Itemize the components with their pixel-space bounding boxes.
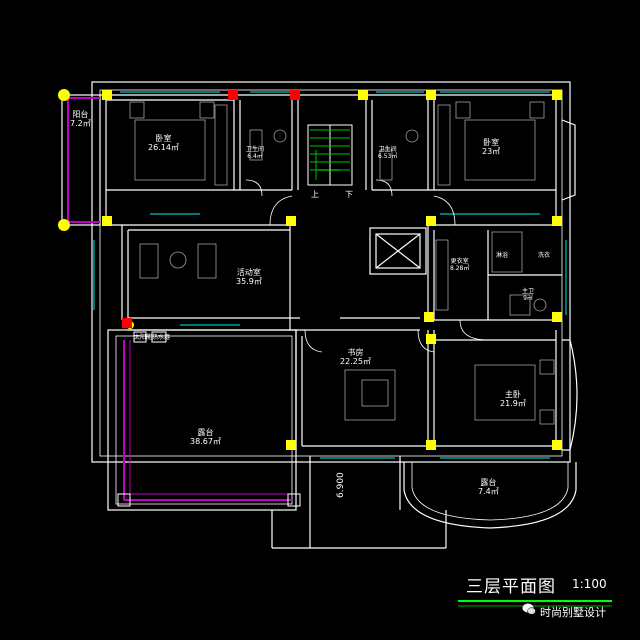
room-area: 6.4㎡	[247, 153, 263, 160]
terrace-posts	[117, 331, 301, 507]
room-area: 22.25㎡	[340, 357, 371, 366]
room-name: 露台	[197, 428, 214, 437]
room-name: 卫生间	[246, 146, 265, 153]
room-name: 书房	[347, 348, 364, 357]
room-area: 8.28㎡	[450, 265, 470, 272]
stair	[307, 124, 353, 186]
railings	[67, 97, 292, 501]
stair-down-label: 下	[345, 190, 353, 199]
room-name: 更衣室	[450, 258, 469, 265]
walls	[61, 81, 578, 549]
room-name: 卧室	[155, 134, 172, 143]
room-area: 9㎡	[523, 295, 533, 302]
room-area: 21.9㎡	[500, 399, 526, 408]
brand-label: 时尚别墅设计	[540, 606, 606, 619]
label-shower: 淋浴	[496, 252, 509, 259]
label-equipment-2: 热水器	[152, 334, 171, 341]
room-name: 活动室	[236, 268, 261, 277]
stair-up-label: 上	[311, 190, 319, 199]
drawing-scale: 1:100	[572, 577, 607, 591]
room-area: 23㎡	[482, 147, 501, 156]
room-area: 6.53㎡	[378, 153, 398, 160]
elevation-mark: 6.900	[336, 472, 346, 498]
room-name: 卫生间	[378, 146, 397, 153]
room-name: 露台	[480, 478, 497, 487]
drawing-title: 三层平面图	[466, 577, 556, 597]
room-area: 7.4㎡	[478, 487, 499, 496]
room-area: 7.2㎡	[70, 119, 91, 128]
room-name: 主卧	[504, 390, 521, 399]
room-name: 主卫	[522, 288, 535, 295]
doors	[245, 179, 489, 353]
chat-bubble-icon	[522, 603, 536, 615]
room-name: 阳台	[72, 110, 89, 119]
room-area: 26.14㎡	[148, 143, 179, 152]
room-area: 35.9㎡	[236, 277, 262, 286]
label-basin: 洗衣	[538, 252, 551, 259]
windows	[93, 91, 567, 459]
furniture	[129, 101, 555, 425]
room-name: 卧室	[483, 138, 500, 147]
label-equipment-1: 太阳能	[134, 334, 153, 341]
room-area: 38.67㎡	[190, 437, 221, 446]
columns-red	[122, 90, 300, 328]
